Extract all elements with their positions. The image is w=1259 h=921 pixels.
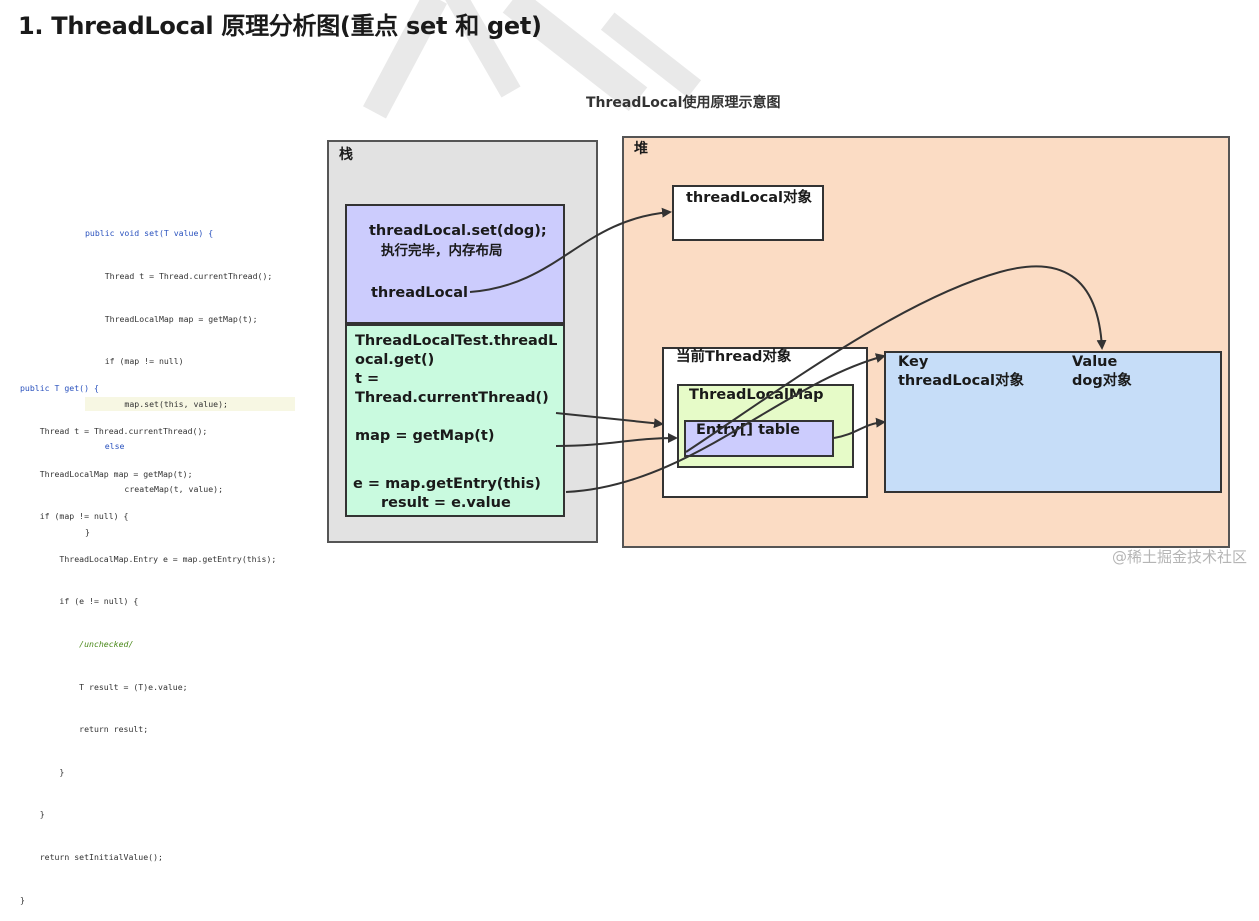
set-memory-layout-text: 执行完毕，内存布局 <box>381 243 503 259</box>
diagram-title: ThreadLocal使用原理示意图 <box>586 95 781 111</box>
code-line: if (map != null) <box>85 356 184 367</box>
code-line: ThreadLocalMap.Entry e = map.getEntry(th… <box>20 553 277 564</box>
entry-object: Key threadLocal对象 Value dog对象 <box>884 351 1222 493</box>
entry-key-label: Key <box>898 354 929 370</box>
set-call-text: threadLocal.set(dog); <box>369 223 547 239</box>
result-text: result = e.value <box>381 495 511 511</box>
threadlocal-reference: threadLocal <box>371 285 468 301</box>
code-line: if (map != null) { <box>20 511 129 522</box>
source-credit: @稀土掘金技术社区 <box>1111 548 1247 566</box>
get-call-text-1: ThreadLocalTest.threadL <box>355 333 558 349</box>
code-line: return result; <box>20 724 149 735</box>
code-line: } <box>20 766 65 777</box>
code-line: public void set(T value) { <box>85 228 214 239</box>
thread-variable-text: t = <box>355 371 380 387</box>
code-line-comment: /unchecked/ <box>20 638 134 649</box>
arrow-getmap-to-threadlocalmap <box>555 433 678 447</box>
code-line: ThreadLocalMap map = getMap(t); <box>85 313 258 324</box>
getmap-text: map = getMap(t) <box>355 428 495 444</box>
code-line-highlighted: map.set(this, value); <box>85 396 295 411</box>
reference-arrows <box>469 207 1107 493</box>
arrow-getentry-to-entry <box>565 353 886 493</box>
code-line: } <box>85 526 90 537</box>
arrow-key-weak-ref-to-threadlocal <box>685 265 1107 453</box>
code-line: ThreadLocalMap map = getMap(t); <box>20 468 193 479</box>
entry-value-label: Value <box>1072 354 1118 370</box>
set-stack-frame: threadLocal.set(dog); 执行完毕，内存布局 threadLo… <box>345 204 565 324</box>
code-line: } <box>20 809 45 820</box>
arrow-get-thread-to-thread-object <box>555 412 664 429</box>
entry-key-value: threadLocal对象 <box>898 373 1024 389</box>
entry-table-box: Entry[] table <box>684 420 834 457</box>
threadlocal-object: threadLocal对象 <box>672 185 824 241</box>
entry-value-value: dog对象 <box>1072 373 1132 389</box>
current-thread-label: 当前Thread对象 <box>676 349 792 365</box>
getentry-text: e = map.getEntry(this) <box>353 476 541 492</box>
get-stack-frame: ThreadLocalTest.threadL ocal.get() t = T… <box>345 324 565 517</box>
get-call-text-2: ocal.get() <box>355 352 435 368</box>
code-line: T result = (T)e.value; <box>20 681 188 692</box>
arrow-threadlocal-ref-to-object <box>469 207 672 293</box>
code-line: Thread t = Thread.currentThread(); <box>20 426 208 436</box>
code-line: Thread t = Thread.currentThread(); <box>85 271 273 281</box>
code-line: else <box>85 441 125 452</box>
code-line: public T get() { <box>20 383 99 394</box>
code-line: return setInitialValue(); <box>20 851 163 862</box>
page-title: 1. ThreadLocal 原理分析图(重点 set 和 get) <box>18 12 542 40</box>
heap-label: 堆 <box>634 141 648 157</box>
entry-table-label: Entry[] table <box>696 422 800 438</box>
current-thread-text: Thread.currentThread() <box>355 390 549 406</box>
stack-label: 栈 <box>339 147 353 163</box>
threadlocal-object-label: threadLocal对象 <box>686 190 812 206</box>
code-line: } <box>20 894 25 905</box>
arrow-entry-table-to-entry <box>833 417 886 439</box>
code-set-method: public void set(T value) { Thread t = Th… <box>85 198 295 553</box>
code-line: if (e != null) { <box>20 596 139 607</box>
code-line: createMap(t, value); <box>85 483 224 494</box>
